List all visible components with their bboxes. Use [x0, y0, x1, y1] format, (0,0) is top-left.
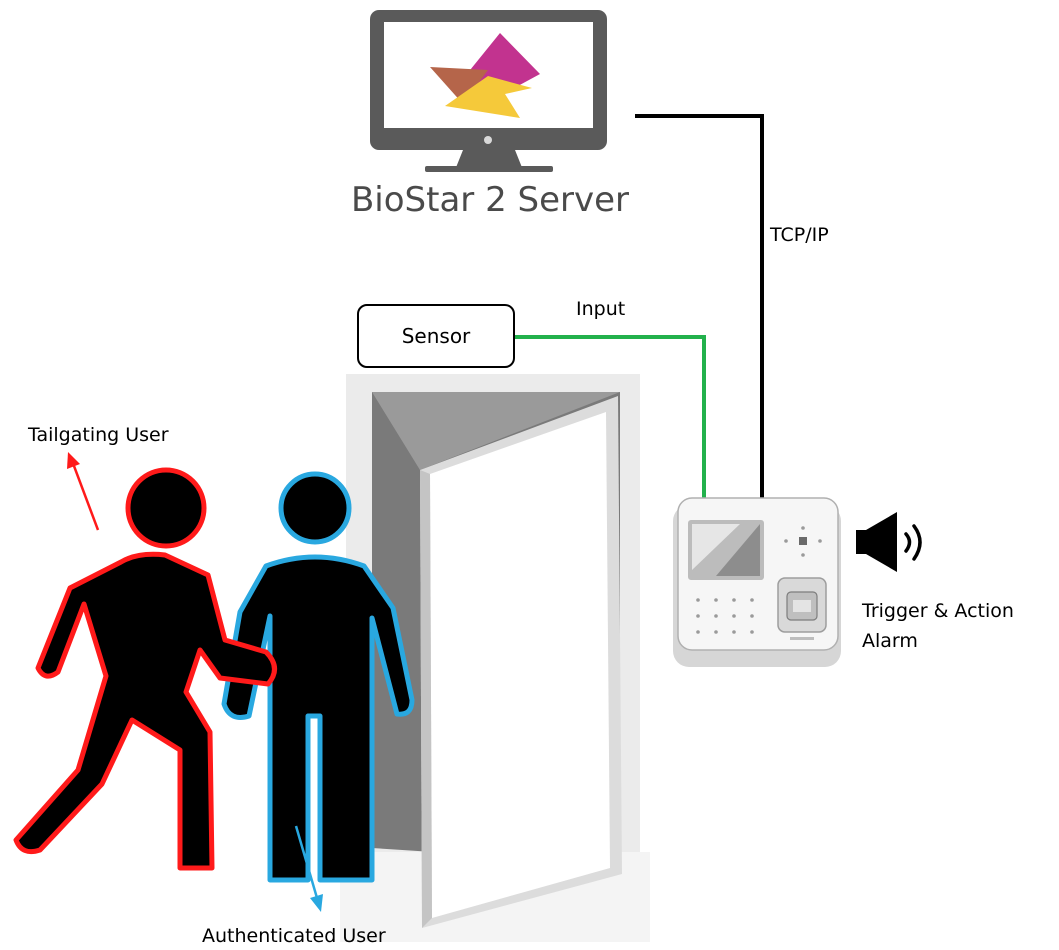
alarm-label: Alarm — [862, 630, 918, 652]
speaker-icon — [856, 512, 922, 572]
sensor-label: Sensor — [401, 324, 471, 348]
tailgating-arrow-icon — [67, 452, 100, 531]
authenticated-user-label: Authenticated User — [202, 925, 386, 947]
authenticated-arrow-icon — [294, 825, 323, 912]
authenticated-user-figure — [221, 471, 415, 883]
sensor-box: Sensor — [357, 304, 515, 368]
access-terminal-icon — [673, 497, 841, 667]
input-label: Input — [576, 298, 626, 320]
input-connection-line — [515, 335, 706, 500]
tailgating-user-figure — [13, 467, 277, 871]
door-icon — [340, 374, 650, 942]
tcp-ip-connection-line — [635, 114, 764, 500]
tailgating-user-label: Tailgating User — [28, 424, 169, 446]
tcp-ip-label: TCP/IP — [770, 224, 829, 246]
trigger-action-label: Trigger & Action — [862, 600, 1014, 622]
server-title: BioStar 2 Server — [350, 180, 630, 220]
biostar-logo-icon — [430, 33, 540, 118]
